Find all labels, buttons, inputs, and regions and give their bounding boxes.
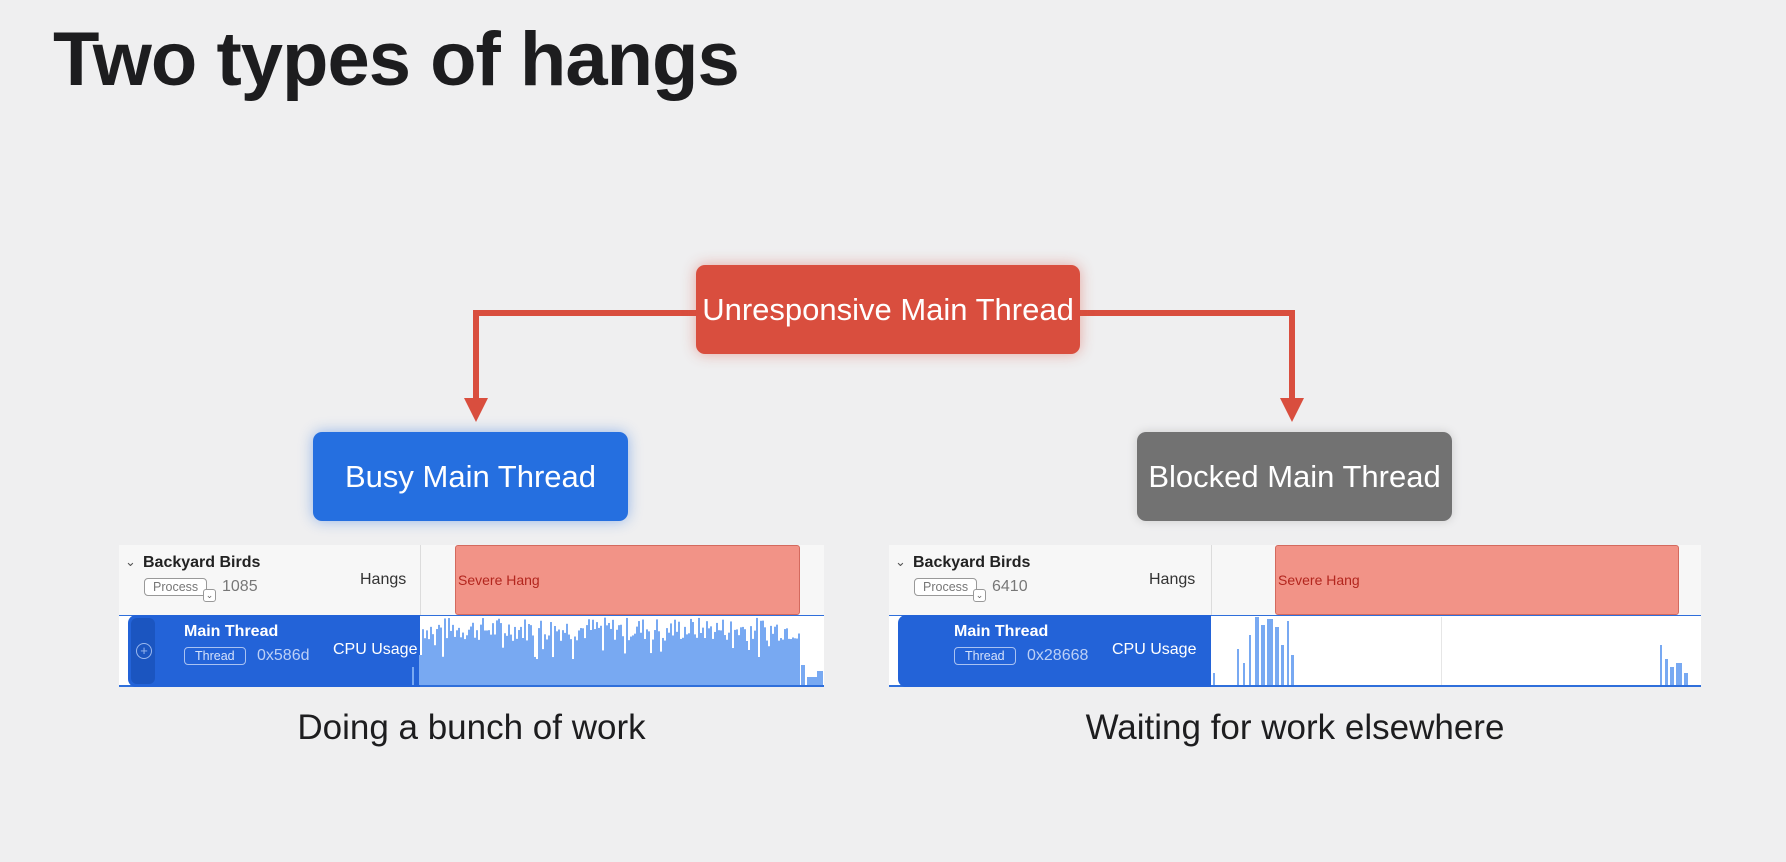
severe-hang-bar[interactable]: Severe Hang xyxy=(1275,545,1679,615)
severe-hang-bar[interactable]: Severe Hang xyxy=(455,545,800,615)
chevron-down-icon[interactable]: ⌄ xyxy=(125,554,136,569)
cpu-usage-label: CPU Usage xyxy=(1112,641,1197,658)
hangs-label: Hangs xyxy=(1149,571,1196,588)
process-id: 6410 xyxy=(992,578,1028,595)
instruments-track-busy: ⌄ Backyard Birds Process ⌄ 1085 Hangs Se… xyxy=(119,545,824,687)
severe-hang-label: Severe Hang xyxy=(458,572,540,588)
thread-name: Main Thread xyxy=(184,623,279,640)
plus-circle-icon[interactable]: + xyxy=(136,643,152,659)
instruments-track-blocked: ⌄ Backyard Birds Process ⌄ 6410 Hangs Se… xyxy=(889,545,1701,687)
process-row: ⌄ Backyard Birds Process ⌄ 1085 Hangs Se… xyxy=(119,545,824,615)
cpu-usage-graph xyxy=(412,617,823,685)
lane-divider xyxy=(1211,545,1212,615)
dropdown-caret-icon[interactable]: ⌄ xyxy=(203,589,216,602)
hangs-label: Hangs xyxy=(360,571,407,588)
slide-title: Two types of hangs xyxy=(53,17,740,102)
connector-right xyxy=(1078,310,1295,405)
unresponsive-main-thread-box: Unresponsive Main Thread xyxy=(696,265,1080,354)
process-name: Backyard Birds xyxy=(913,554,1031,571)
process-id: 1085 xyxy=(222,578,258,595)
arrowhead-left xyxy=(464,398,488,422)
cpu-usage-label: CPU Usage xyxy=(333,641,418,658)
blocked-caption: Waiting for work elsewhere xyxy=(1085,708,1505,747)
arrowhead-right xyxy=(1280,398,1304,422)
thread-name: Main Thread xyxy=(954,623,1049,640)
lane-divider xyxy=(420,545,421,615)
busy-caption: Doing a bunch of work xyxy=(297,708,646,747)
process-badge[interactable]: Process xyxy=(144,578,208,596)
busy-main-thread-box: Busy Main Thread xyxy=(313,432,628,521)
thread-label-panel[interactable]: + Main Thread Thread 0x586d CPU Usage xyxy=(128,615,420,687)
cpu-usage-graph xyxy=(1213,617,1688,685)
thread-id: 0x28668 xyxy=(1027,647,1089,664)
thread-badge[interactable]: Thread xyxy=(954,647,1016,665)
process-row: ⌄ Backyard Birds Process ⌄ 6410 Hangs Se… xyxy=(889,545,1701,615)
severe-hang-label: Severe Hang xyxy=(1278,572,1360,588)
thread-label-panel[interactable]: Main Thread Thread 0x28668 CPU Usage xyxy=(898,615,1211,687)
process-badge[interactable]: Process xyxy=(914,578,978,596)
thread-badge[interactable]: Thread xyxy=(184,647,246,665)
connector-left xyxy=(473,310,698,405)
blocked-main-thread-box: Blocked Main Thread xyxy=(1137,432,1452,521)
thread-id: 0x586d xyxy=(257,647,310,664)
process-name: Backyard Birds xyxy=(143,554,261,571)
dropdown-caret-icon[interactable]: ⌄ xyxy=(973,589,986,602)
chevron-down-icon[interactable]: ⌄ xyxy=(895,554,906,569)
thread-button-column: + xyxy=(131,618,155,684)
